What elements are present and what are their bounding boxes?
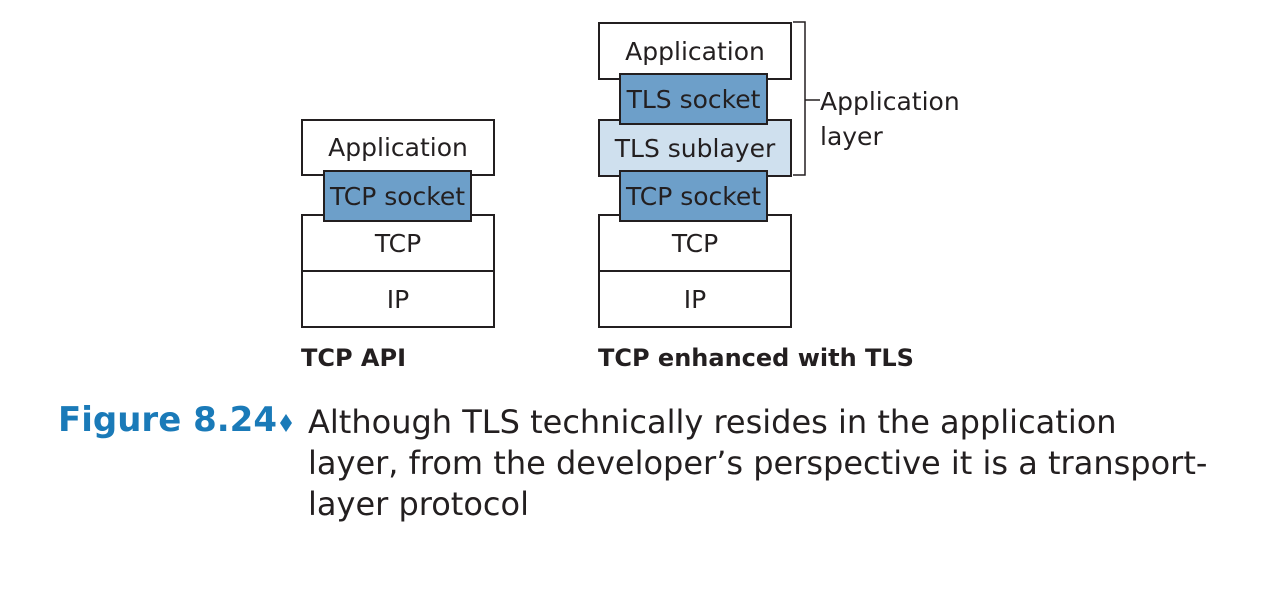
tls-tcp-socket: TCP socket — [619, 170, 768, 222]
tcp-api-tcp-layer: TCP — [301, 214, 495, 272]
tcp-api-label: TCP API — [301, 344, 407, 372]
tls-application-layer: Application — [598, 22, 792, 80]
tcp-tls-label: TCP enhanced with TLS — [598, 344, 914, 372]
tcp-api-ip-layer: IP — [301, 270, 495, 328]
application-layer-label-line2: layer — [820, 122, 883, 151]
application-layer-label: Application layer — [820, 84, 960, 154]
diamond-bullet-icon — [280, 414, 292, 432]
figure-number: Figure 8.24 — [58, 400, 277, 440]
tls-socket: TLS socket — [619, 73, 768, 125]
tcp-api-tcp-socket: TCP socket — [323, 170, 472, 222]
tls-tcp-layer: TCP — [598, 214, 792, 272]
tls-ip-layer: IP — [598, 270, 792, 328]
application-layer-bracket — [793, 21, 820, 176]
tcp-api-application-layer: Application — [301, 119, 495, 176]
application-layer-label-line1: Application — [820, 87, 960, 116]
tls-sublayer: TLS sublayer — [598, 119, 792, 177]
figure-caption: Although TLS technically resides in the … — [308, 403, 1208, 523]
